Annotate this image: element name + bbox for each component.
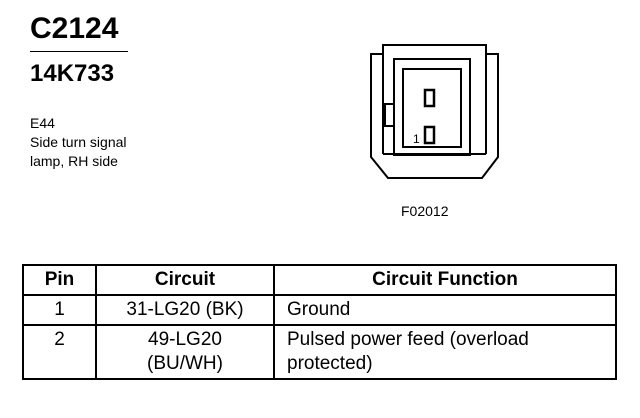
table-row: 1 31-LG20 (BK) Ground <box>22 294 617 326</box>
header-pin: Pin <box>22 264 97 296</box>
connector-id: C2124 <box>30 12 119 45</box>
cell-pin: 1 <box>22 294 97 326</box>
latch-notch <box>384 103 394 127</box>
pin-cavity <box>423 125 436 145</box>
description-line: Side turn signal <box>30 134 127 150</box>
terminal-cavity-frame <box>402 68 462 148</box>
figure-code: F02012 <box>401 203 449 219</box>
cell-circuit-function: Ground <box>273 294 617 326</box>
header-circuit: Circuit <box>95 264 275 296</box>
circuit-line: 49-LG20 <box>148 329 222 350</box>
header-circuit-function: Circuit Function <box>273 264 617 296</box>
circuit-line: 31-LG20 (BK) <box>126 299 244 320</box>
cell-circuit: 49-LG20 (BU/WH) <box>95 324 275 380</box>
function-line: Pulsed power feed (overload <box>287 329 529 350</box>
function-line: Ground <box>287 299 351 320</box>
description-line: E44 <box>30 115 55 131</box>
connector-description: E44 Side turn signal lamp, RH side <box>30 114 127 171</box>
circuit-line: (BU/WH) <box>147 353 223 374</box>
function-line: protected) <box>287 353 373 374</box>
cell-circuit: 31-LG20 (BK) <box>95 294 275 326</box>
pin-table: Pin Circuit Circuit Function 1 31-LG20 (… <box>22 264 617 380</box>
pin-number-label: 1 <box>413 132 420 146</box>
table-header-row: Pin Circuit Circuit Function <box>22 264 617 296</box>
terminal-block <box>393 58 471 156</box>
title-rule <box>30 51 128 52</box>
cell-pin: 2 <box>22 324 97 380</box>
table-row: 2 49-LG20 (BU/WH) Pulsed power feed (ove… <box>22 324 617 380</box>
part-number: 14K733 <box>30 60 115 87</box>
description-line: lamp, RH side <box>30 153 118 169</box>
connector-housing <box>370 44 499 179</box>
pin-cavity <box>423 88 436 108</box>
connector-face-diagram: 1 <box>370 44 499 179</box>
cell-circuit-function: Pulsed power feed (overload protected) <box>273 324 617 380</box>
